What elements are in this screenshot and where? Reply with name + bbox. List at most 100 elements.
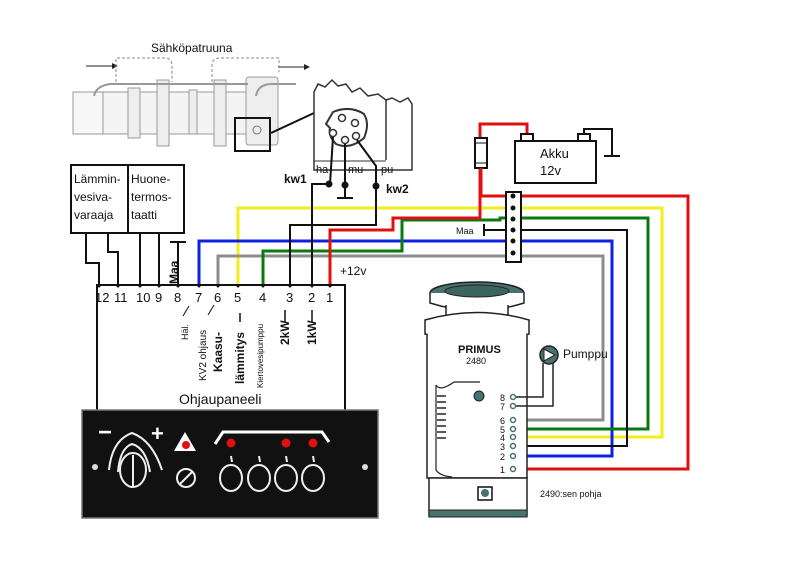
kw1-label: kw1 bbox=[284, 172, 307, 186]
electric-heater-element: Sähköpatruuna bbox=[72, 41, 315, 152]
boiler-model: 2480 bbox=[466, 356, 486, 366]
svg-text:Lämmin-: Lämmin- bbox=[74, 172, 121, 186]
terminal-number-9: 9 bbox=[155, 290, 162, 305]
terminal-5 bbox=[236, 284, 240, 288]
power-switch[interactable] bbox=[247, 464, 271, 492]
junction-terminal bbox=[510, 205, 516, 211]
battery-body bbox=[514, 140, 597, 184]
boiler-pin-label-7: 7 bbox=[500, 402, 505, 412]
temperature-knob[interactable] bbox=[108, 431, 163, 488]
svg-text:vesiva-: vesiva- bbox=[74, 190, 112, 204]
terminal-7 bbox=[197, 284, 201, 288]
connector-highlight-box bbox=[234, 117, 271, 152]
terminal-4 bbox=[261, 284, 265, 288]
wire-black-ground bbox=[509, 229, 628, 447]
flow-in-arrowhead bbox=[112, 63, 118, 69]
wire-gray bbox=[216, 254, 605, 422]
heater-dashed-in bbox=[115, 57, 173, 82]
terminal-number-3: 3 bbox=[286, 290, 293, 305]
boiler-gauge bbox=[473, 390, 485, 402]
pin-label-ha: ha bbox=[316, 164, 329, 176]
label-kiertovesipumppu: Kiertovesipumppu bbox=[256, 324, 265, 388]
terminal-2 bbox=[310, 284, 314, 288]
svg-text:taatti: taatti bbox=[131, 208, 157, 222]
connector-detail: ha mu pu kw1 kw2 bbox=[284, 78, 413, 199]
room-thermostat-box bbox=[127, 164, 185, 234]
external-devices: Lämmin- vesiva- varaaja Huone- termos- t… bbox=[70, 164, 186, 284]
boiler-pin-4 bbox=[509, 433, 517, 441]
boiler-pin-5 bbox=[509, 425, 517, 433]
terminal-10 bbox=[138, 284, 142, 288]
terminal-number-8: 8 bbox=[174, 290, 181, 305]
boiler-pin-label-5: 5 bbox=[500, 425, 505, 435]
reset-screw[interactable] bbox=[176, 468, 196, 488]
boiler-pin-1 bbox=[509, 465, 517, 473]
panel-screw-right bbox=[362, 464, 368, 470]
connector-pin-hole bbox=[350, 118, 360, 128]
minus-symbol: − bbox=[98, 419, 112, 446]
boiler: PRIMUS 2480 2490:sen pohja Pumppu 876543… bbox=[424, 281, 608, 518]
terminal-1 bbox=[328, 284, 332, 288]
battery: Akku 12v bbox=[514, 133, 597, 184]
connector-pin-mu bbox=[340, 135, 350, 145]
terminal-number-6: 6 bbox=[214, 290, 221, 305]
svg-text:termos-: termos- bbox=[131, 190, 172, 204]
wire-blue bbox=[197, 239, 614, 458]
battery-terminal-negative bbox=[577, 133, 591, 142]
pump-wire-7 bbox=[516, 363, 554, 407]
label-kaasu: Kaasu- bbox=[211, 332, 225, 372]
boiler-fins bbox=[437, 395, 446, 439]
battery-voltage: 12v bbox=[540, 163, 561, 178]
wiring: Maa bbox=[197, 122, 690, 471]
power-switch[interactable] bbox=[301, 464, 325, 492]
wire-black-2kw bbox=[289, 186, 377, 284]
boiler-brand: PRIMUS bbox=[458, 344, 501, 356]
power-switch[interactable] bbox=[219, 464, 243, 492]
pump-label: Pumppu bbox=[563, 347, 608, 361]
battery-terminal-positive bbox=[520, 133, 534, 142]
boiler-pin-label-1: 1 bbox=[500, 465, 505, 475]
terminal-3 bbox=[288, 284, 292, 288]
junction-block-body bbox=[505, 191, 522, 263]
label-2kw: 2kW bbox=[278, 320, 292, 345]
boiler-pin-8 bbox=[509, 393, 517, 401]
status-led bbox=[308, 438, 318, 448]
control-panel: − + bbox=[81, 409, 379, 519]
terminal-12 bbox=[97, 284, 101, 288]
switch-indicator bbox=[285, 455, 288, 463]
warning-led bbox=[182, 441, 190, 449]
svg-text:Huone-: Huone- bbox=[131, 172, 170, 186]
junction-terminal bbox=[510, 227, 516, 233]
junction-terminal bbox=[510, 216, 516, 222]
terminal-number-1: 1 bbox=[326, 290, 333, 305]
control-panel-label: Ohjaupaneeli bbox=[179, 391, 262, 407]
terminal-number-11: 11 bbox=[114, 290, 128, 305]
junction-terminal bbox=[510, 238, 516, 244]
pin-label-pu: pu bbox=[381, 164, 393, 176]
supply-label: +12v bbox=[340, 264, 366, 278]
boiler-pin-label-8: 8 bbox=[500, 393, 505, 403]
terminal-number-12: 12 bbox=[95, 290, 109, 305]
terminal-6 bbox=[216, 284, 220, 288]
junction-terminal bbox=[510, 250, 516, 256]
wire-black-1kw bbox=[311, 183, 329, 284]
terminal-number-10: 10 bbox=[136, 290, 150, 305]
label-kv2-ohjaus: KV2 ohjaus bbox=[198, 330, 209, 381]
power-switch[interactable] bbox=[274, 464, 298, 492]
pin-label-mu: mu bbox=[348, 164, 363, 176]
boiler-pin-label-2: 2 bbox=[500, 452, 505, 462]
boiler-pin-6 bbox=[509, 416, 517, 424]
wire-green bbox=[261, 216, 650, 431]
boiler-pin-7 bbox=[509, 402, 517, 410]
junction-terminal bbox=[510, 193, 516, 199]
panel-switches bbox=[219, 438, 325, 492]
boiler-pin-label-3: 3 bbox=[500, 442, 505, 452]
terminal-8 bbox=[176, 284, 180, 288]
terminal-number-5: 5 bbox=[234, 290, 241, 305]
plus-symbol: + bbox=[151, 421, 164, 446]
base-label: 2490:sen pohja bbox=[540, 489, 602, 499]
heater-dashed-out bbox=[211, 57, 280, 82]
